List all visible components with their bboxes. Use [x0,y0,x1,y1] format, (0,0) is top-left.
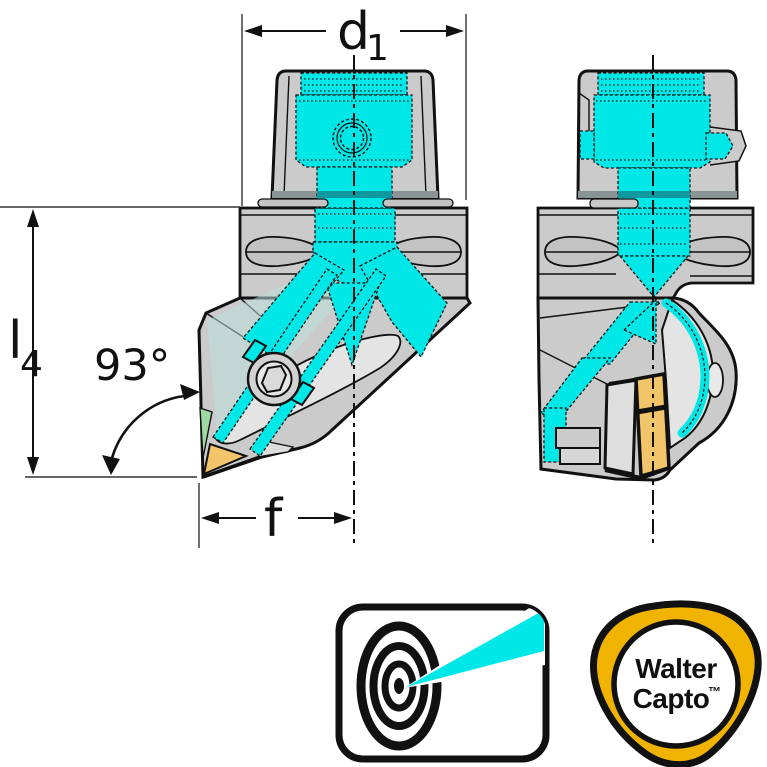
front-view [197,55,472,545]
coolant-beam-icon [406,610,544,687]
logo-trademark: ™ [708,684,721,699]
arrow-right-icon [446,25,464,37]
side-view [536,55,755,545]
dimension-f: f [198,483,352,549]
angle-arc [110,394,185,459]
arrow-left-icon [244,25,262,37]
shank-step-1 [555,427,601,449]
wiper-edge-green [199,407,213,459]
arrow-up-icon [27,209,39,227]
precision-coolant-badge [335,603,550,763]
l4-label: l [8,311,22,371]
thread-dots-side [596,78,708,161]
coolant-channels-side [538,207,691,463]
logo-line1: Walter [635,653,717,684]
angle-label: 93° [94,341,170,391]
thread-dots-side2 [620,213,688,245]
thread-dots-front [299,78,409,229]
shim-side [603,377,638,476]
cross-hole-outer [332,118,372,158]
shank-step-2 [559,447,601,465]
f-label: f [264,489,284,549]
angle-annotation: 93° [94,341,200,475]
arrow-left-icon [201,512,219,524]
insert-tip [202,442,249,476]
d1-label: d [337,2,370,62]
dimension-d1: d 1 [241,2,467,206]
hex-screw-icon [246,351,302,407]
arc-arrow-right-icon [180,384,200,400]
target-icon [356,621,442,751]
arrow-down-icon [27,457,39,475]
arrow-right-icon [334,512,352,524]
d1-subscript: 1 [366,28,389,69]
arc-arrow-down-icon [102,455,120,475]
cross-hole-inner [339,125,365,151]
logo-line2: Capto [633,683,710,714]
neck-detail-right [382,198,454,208]
clamp-boss [706,362,724,398]
l4-subscript: 4 [20,344,43,385]
cross-hole-mid [336,122,368,154]
walter-capto-logo: Walter Capto ™ [590,600,762,767]
logo-circle [611,619,741,749]
neck-detail-left [257,198,329,208]
beam-halo [404,607,545,688]
dimension-l4: l 4 [0,206,240,478]
neck-tab-side [589,198,639,209]
